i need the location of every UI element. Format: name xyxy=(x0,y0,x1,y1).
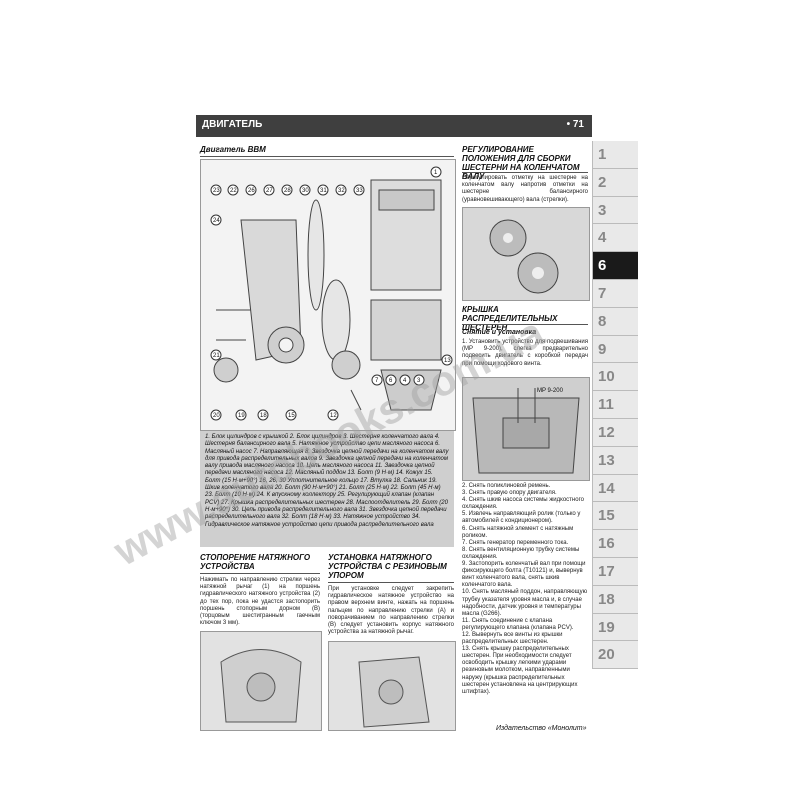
step-item: 4. Снять шкив насоса системы жидкостного… xyxy=(462,497,584,511)
engine-bay-photo: MP 9-200 xyxy=(462,377,590,481)
svg-text:19: 19 xyxy=(238,413,245,419)
step-item: 9. Застопорить коленчатый вал при помощи… xyxy=(462,561,586,589)
step-item: 3. Снять правую опору двигателя. xyxy=(462,490,557,497)
step-item: 8. Снять вентиляционную трубку системы о… xyxy=(462,546,580,560)
chapter-tab-9[interactable]: 9 xyxy=(592,335,638,364)
step-item: 7. Снять генератор переменного тока. xyxy=(462,539,569,546)
chapter-tab-18[interactable]: 18 xyxy=(592,585,638,614)
svg-text:15: 15 xyxy=(288,413,295,419)
chapter-tab-15[interactable]: 15 xyxy=(592,502,638,531)
chapter-header: ДВИГАТЕЛЬ • 71 xyxy=(196,115,592,137)
chapter-tab-19[interactable]: 19 xyxy=(592,613,638,642)
manual-page: ДВИГАТЕЛЬ • 71 Двигатель BBM xyxy=(196,111,640,735)
step-item: 2. Снять поликлиновой ремень. xyxy=(462,483,551,489)
chapter-tab-16[interactable]: 16 xyxy=(592,530,638,558)
page-number: • 71 xyxy=(566,119,584,130)
svg-text:4: 4 xyxy=(403,378,407,384)
section-title-tensioner-lock: СТОПОРЕНИЕ НАТЯЖНОГО УСТРОЙСТВА xyxy=(200,553,311,571)
step-item: 5. Извлечь направляющий ролик (только у … xyxy=(462,511,581,525)
chapter-tab-14[interactable]: 14 xyxy=(592,474,638,503)
chapter-tab-8[interactable]: 8 xyxy=(592,307,638,336)
publisher-footer: Издательство «Монолит» xyxy=(496,725,587,732)
engine-exploded-diagram: 23 22 26 27 28 30 31 32 33 1 24 21 20 19… xyxy=(200,159,456,431)
chapter-tab-20[interactable]: 20 xyxy=(592,641,638,670)
svg-text:13: 13 xyxy=(444,358,451,364)
gear-illustration xyxy=(463,208,589,300)
chapter-tab-13[interactable]: 13 xyxy=(592,446,638,475)
svg-text:30: 30 xyxy=(302,188,309,194)
svg-text:23: 23 xyxy=(213,188,220,194)
svg-text:7: 7 xyxy=(375,378,379,384)
svg-text:18: 18 xyxy=(260,413,267,419)
divider xyxy=(462,172,588,173)
divider xyxy=(200,573,320,574)
chapter-tab-4[interactable]: 4 xyxy=(592,224,638,253)
step-item: 11. Снять соединение с клапана регулирую… xyxy=(462,617,574,631)
chapter-tab-1[interactable]: 1 xyxy=(592,141,638,169)
chapter-tab-11[interactable]: 11 xyxy=(592,391,638,419)
svg-text:26: 26 xyxy=(248,188,255,194)
svg-text:33: 33 xyxy=(356,188,363,194)
chapter-tab-2[interactable]: 2 xyxy=(592,168,638,197)
timing-cover-step1: 1. Установить устройство для подвешивани… xyxy=(462,339,588,367)
engine-illustration: 23 22 26 27 28 30 31 32 33 1 24 21 20 19… xyxy=(201,160,455,430)
tensioner-lock-text: Нажимать по направлению стрелки через на… xyxy=(200,577,320,627)
chapter-tab-10[interactable]: 10 xyxy=(592,363,638,392)
svg-text:20: 20 xyxy=(213,413,220,419)
crank-gear-text: Отрегулировать отметку на шестерне на ко… xyxy=(462,175,588,203)
tensioner-install-photo xyxy=(328,641,456,731)
step-item: 13. Снять крышку распределительных шесте… xyxy=(462,646,578,695)
svg-text:1: 1 xyxy=(434,170,438,176)
svg-text:32: 32 xyxy=(338,188,345,194)
photo-label: MP 9-200 xyxy=(537,388,564,394)
svg-text:12: 12 xyxy=(330,413,337,419)
chapter-tab-7[interactable]: 7 xyxy=(592,279,638,308)
tensioner-install-text: При установке следует закрепить гидравли… xyxy=(328,586,454,636)
step-item: 12. Вывернуть все винты из крышки распре… xyxy=(462,631,563,646)
section-title-tensioner-install: УСТАНОВКА НАТЯЖНОГО УСТРОЙСТВА С РЕЗИНОВ… xyxy=(328,553,447,580)
section-title-timing-cover: КРЫШКА РАСПРЕДЕЛИТЕЛЬНЫХ ШЕСТЕРЕН xyxy=(462,305,558,332)
divider xyxy=(200,156,454,157)
chapter-tab-17[interactable]: 17 xyxy=(592,557,638,586)
subtitle-removal: Снятие и установка xyxy=(462,329,537,336)
step-item: 10. Снять масляный поддон, направляющую … xyxy=(462,589,588,617)
divider xyxy=(328,582,454,583)
crank-gear-photo xyxy=(462,207,590,301)
figure-title: Двигатель BBM xyxy=(200,145,266,154)
section-title-crank-gear: РЕГУЛИРОВАНИЕ ПОЛОЖЕНИЯ ДЛЯ СБОРКИ ШЕСТЕ… xyxy=(462,145,580,181)
svg-text:27: 27 xyxy=(266,188,273,194)
svg-text:28: 28 xyxy=(284,188,291,194)
svg-text:22: 22 xyxy=(230,188,237,194)
svg-text:3: 3 xyxy=(417,378,421,384)
removal-steps-list: 2. Снять поликлиновой ремень.3. Снять пр… xyxy=(462,483,588,696)
figure-caption: 1. Блок цилиндров с крышкой 2. Блок цили… xyxy=(200,431,454,547)
divider xyxy=(462,324,588,325)
tensioner-install-illustration xyxy=(329,642,455,730)
svg-text:24: 24 xyxy=(213,218,220,224)
tensioner-illustration xyxy=(201,632,321,730)
svg-text:31: 31 xyxy=(320,188,327,194)
chapter-tab-12[interactable]: 12 xyxy=(592,418,638,447)
svg-text:6: 6 xyxy=(389,378,393,384)
svg-text:21: 21 xyxy=(213,353,220,359)
chapter-title: ДВИГАТЕЛЬ xyxy=(202,119,263,130)
chapter-tab-3[interactable]: 3 xyxy=(592,196,638,225)
step-item: 6. Снять натяжной элемент с натяжным рол… xyxy=(462,525,574,539)
engine-bay-illustration: MP 9-200 xyxy=(463,378,589,480)
tensioner-lock-photo xyxy=(200,631,322,731)
chapter-tab-6[interactable]: 6 xyxy=(592,252,638,280)
